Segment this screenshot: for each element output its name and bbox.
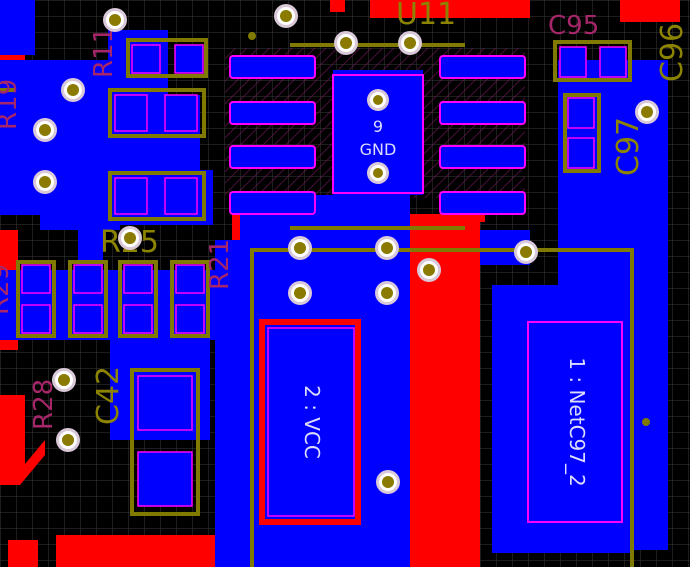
via[interactable] bbox=[288, 236, 312, 260]
pin1-marker bbox=[642, 418, 650, 426]
gnd-pad-net: GND bbox=[360, 140, 397, 159]
netc97-pad-label: 1 : NetC97_2 bbox=[565, 357, 589, 486]
via[interactable] bbox=[118, 226, 142, 250]
u11-pads[interactable] bbox=[229, 55, 526, 215]
pin1-marker bbox=[248, 32, 256, 40]
via[interactable] bbox=[33, 170, 57, 194]
via[interactable] bbox=[375, 236, 399, 260]
designator-r29: R29 bbox=[0, 264, 15, 315]
designator-c95: C95 bbox=[548, 11, 599, 41]
via[interactable] bbox=[52, 368, 76, 392]
via[interactable] bbox=[514, 240, 538, 264]
gnd-pad-number: 9 bbox=[373, 117, 383, 136]
via[interactable] bbox=[274, 4, 298, 28]
designator-c96: C96 bbox=[655, 23, 690, 82]
via[interactable] bbox=[288, 281, 312, 305]
vcc-pad-inner bbox=[267, 327, 355, 517]
via[interactable] bbox=[61, 78, 85, 102]
via[interactable] bbox=[33, 118, 57, 142]
designator-r19: R19 bbox=[0, 79, 23, 130]
designator-c42: C42 bbox=[91, 366, 126, 425]
vias[interactable] bbox=[33, 4, 659, 494]
designator-r11: R11 bbox=[89, 27, 119, 78]
vcc-pad-label: 2 : VCC bbox=[300, 385, 324, 459]
via[interactable] bbox=[56, 428, 80, 452]
via[interactable] bbox=[375, 281, 399, 305]
via[interactable] bbox=[376, 470, 400, 494]
silkscreen-layer bbox=[0, 38, 634, 567]
via[interactable] bbox=[635, 100, 659, 124]
via[interactable] bbox=[417, 258, 441, 282]
designator-r28: R28 bbox=[29, 379, 59, 430]
via[interactable] bbox=[367, 162, 389, 184]
via[interactable] bbox=[367, 89, 389, 111]
passive-pads[interactable] bbox=[21, 44, 627, 507]
netc97-pad[interactable] bbox=[527, 321, 623, 523]
via[interactable] bbox=[398, 31, 422, 55]
designator-r21: R21 bbox=[205, 239, 235, 290]
designator-u11: U11 bbox=[396, 0, 456, 32]
via[interactable] bbox=[103, 8, 127, 32]
via[interactable] bbox=[334, 31, 358, 55]
designator-c97: C97 bbox=[611, 117, 646, 176]
